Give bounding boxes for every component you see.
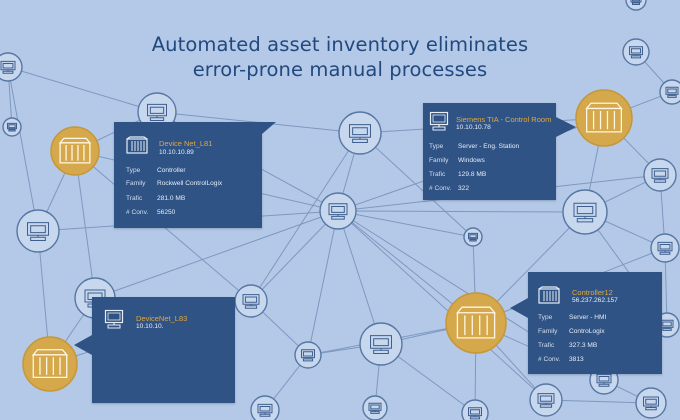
computer-icon[interactable] — [463, 227, 483, 247]
card-pointer — [510, 298, 528, 318]
computer-icon[interactable] — [0, 52, 23, 82]
card-pointer — [262, 122, 276, 134]
network-link — [7, 66, 39, 232]
field-label: Type — [126, 167, 141, 174]
device-ip: 10.10.10.78 — [456, 124, 491, 131]
computer-icon[interactable] — [650, 233, 680, 263]
field-label: # Conv. — [429, 185, 452, 192]
field-label: # Conv. — [126, 209, 149, 216]
network-link — [337, 210, 382, 345]
computer-icon[interactable] — [635, 387, 667, 419]
device-ip: 10.10.10.89 — [159, 149, 194, 156]
controller-rack-icon[interactable] — [22, 336, 78, 392]
device-ip: 56.237.262.157 — [572, 297, 618, 304]
field-label: Type — [429, 143, 444, 150]
network-link — [7, 66, 158, 113]
asset-card-controller12[interactable]: Controller12 56.237.262.157 Type Server -… — [510, 272, 662, 374]
controller-rack-icon[interactable] — [50, 126, 100, 176]
computer-icon[interactable] — [625, 0, 647, 11]
device-name: Siemens TIA - Control Room — [456, 115, 552, 124]
controller-rack-icon — [126, 136, 148, 154]
card-pointer — [556, 117, 576, 137]
computer-icon[interactable] — [562, 189, 608, 235]
computer-icon[interactable] — [622, 38, 650, 66]
computer-icon[interactable] — [362, 395, 388, 420]
computer-icon[interactable] — [359, 322, 403, 366]
computer-icon[interactable] — [234, 284, 268, 318]
computer-icon[interactable] — [319, 192, 357, 230]
field-label: Trafic — [126, 195, 143, 202]
field-value: 56250 — [157, 209, 176, 216]
field-label: Family — [538, 328, 558, 335]
network-link — [250, 132, 361, 302]
computer-icon[interactable] — [643, 158, 677, 192]
card-pointer — [74, 335, 92, 355]
field-value: Rockwell ControlLogix — [157, 180, 223, 187]
computer-icon[interactable] — [659, 79, 680, 105]
headline-line-2: error-prone manual processes — [192, 58, 488, 81]
field-value: 322 — [458, 185, 470, 192]
headline-line-1: Automated asset inventory eliminates — [151, 33, 529, 56]
network-link — [337, 210, 586, 213]
field-label: Family — [126, 180, 146, 187]
device-name: Device Net_L81 — [159, 139, 213, 148]
device-name: DeviceNet_L83 — [136, 314, 188, 323]
asset-card-devicenet-l81[interactable]: Device Net_L81 10.10.10.89 Type Controlle… — [114, 122, 276, 228]
controller-rack-icon[interactable] — [575, 89, 633, 147]
field-value: Controller — [157, 167, 186, 174]
field-value: 327.3 MB — [569, 342, 598, 349]
computer-icon[interactable] — [2, 117, 22, 137]
field-label: Trafic — [538, 342, 555, 349]
asset-card-devicenet-l83[interactable]: DeviceNet_L83 10.10.10. — [74, 297, 235, 403]
field-value: Server - HMI — [569, 314, 607, 321]
field-value: 281.0 MB — [157, 195, 186, 202]
controller-rack-icon — [538, 286, 560, 304]
device-name: Controller12 — [572, 288, 613, 297]
computer-icon[interactable] — [294, 341, 322, 369]
computer-icon[interactable] — [16, 209, 60, 253]
network-link — [307, 210, 339, 356]
field-value: ControLogix — [569, 328, 605, 335]
network-link — [545, 399, 652, 404]
field-label: # Conv. — [538, 356, 561, 363]
device-ip: 10.10.10. — [136, 323, 164, 330]
network-link — [337, 210, 547, 401]
computer-icon — [104, 309, 124, 329]
field-label: Trafic — [429, 171, 446, 178]
controller-rack-icon[interactable] — [445, 292, 507, 354]
field-label: Type — [538, 314, 553, 321]
field-label: Family — [429, 157, 449, 164]
network-link — [337, 210, 474, 238]
field-value: Windows — [458, 157, 485, 164]
computer-icon[interactable] — [529, 383, 563, 417]
computer-icon[interactable] — [461, 399, 489, 420]
field-value: Server - Eng. Station — [458, 143, 520, 150]
network-link — [359, 132, 474, 238]
field-value: 3813 — [569, 356, 584, 363]
network-link — [250, 210, 339, 302]
field-value: 129.8 MB — [458, 171, 487, 178]
computer-icon[interactable] — [250, 395, 280, 420]
network-link — [94, 210, 339, 299]
computer-icon[interactable] — [338, 111, 382, 155]
computer-icon — [429, 111, 449, 131]
asset-card-siemens-tia[interactable]: Siemens TIA - Control Room 10.10.10.78 T… — [423, 103, 576, 200]
